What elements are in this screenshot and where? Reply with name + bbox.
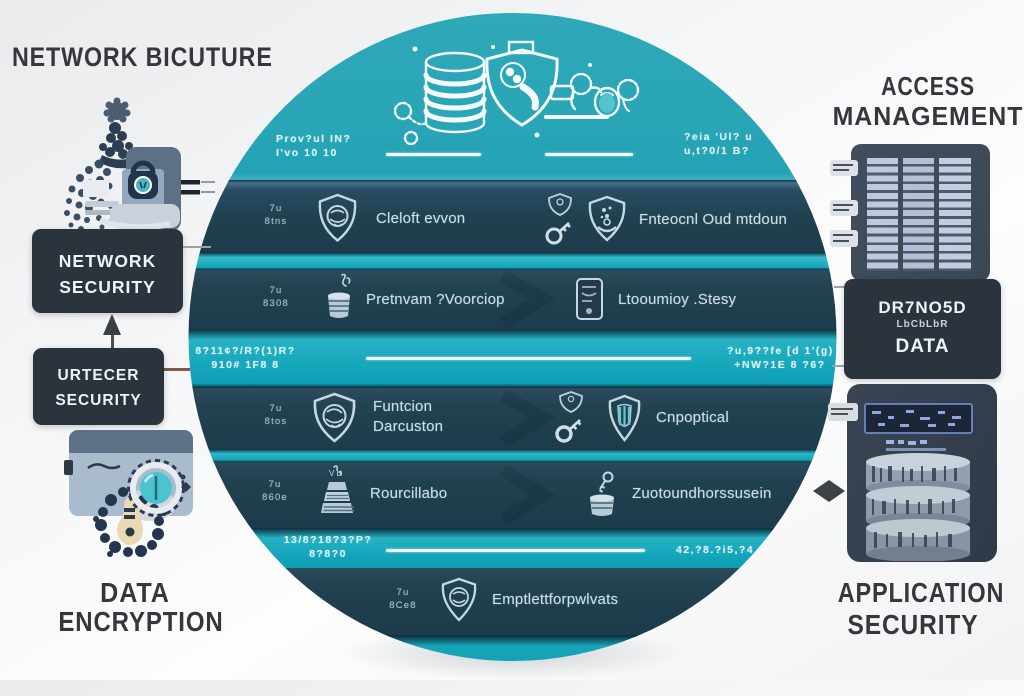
svg-text:V b: V b [329, 469, 342, 478]
